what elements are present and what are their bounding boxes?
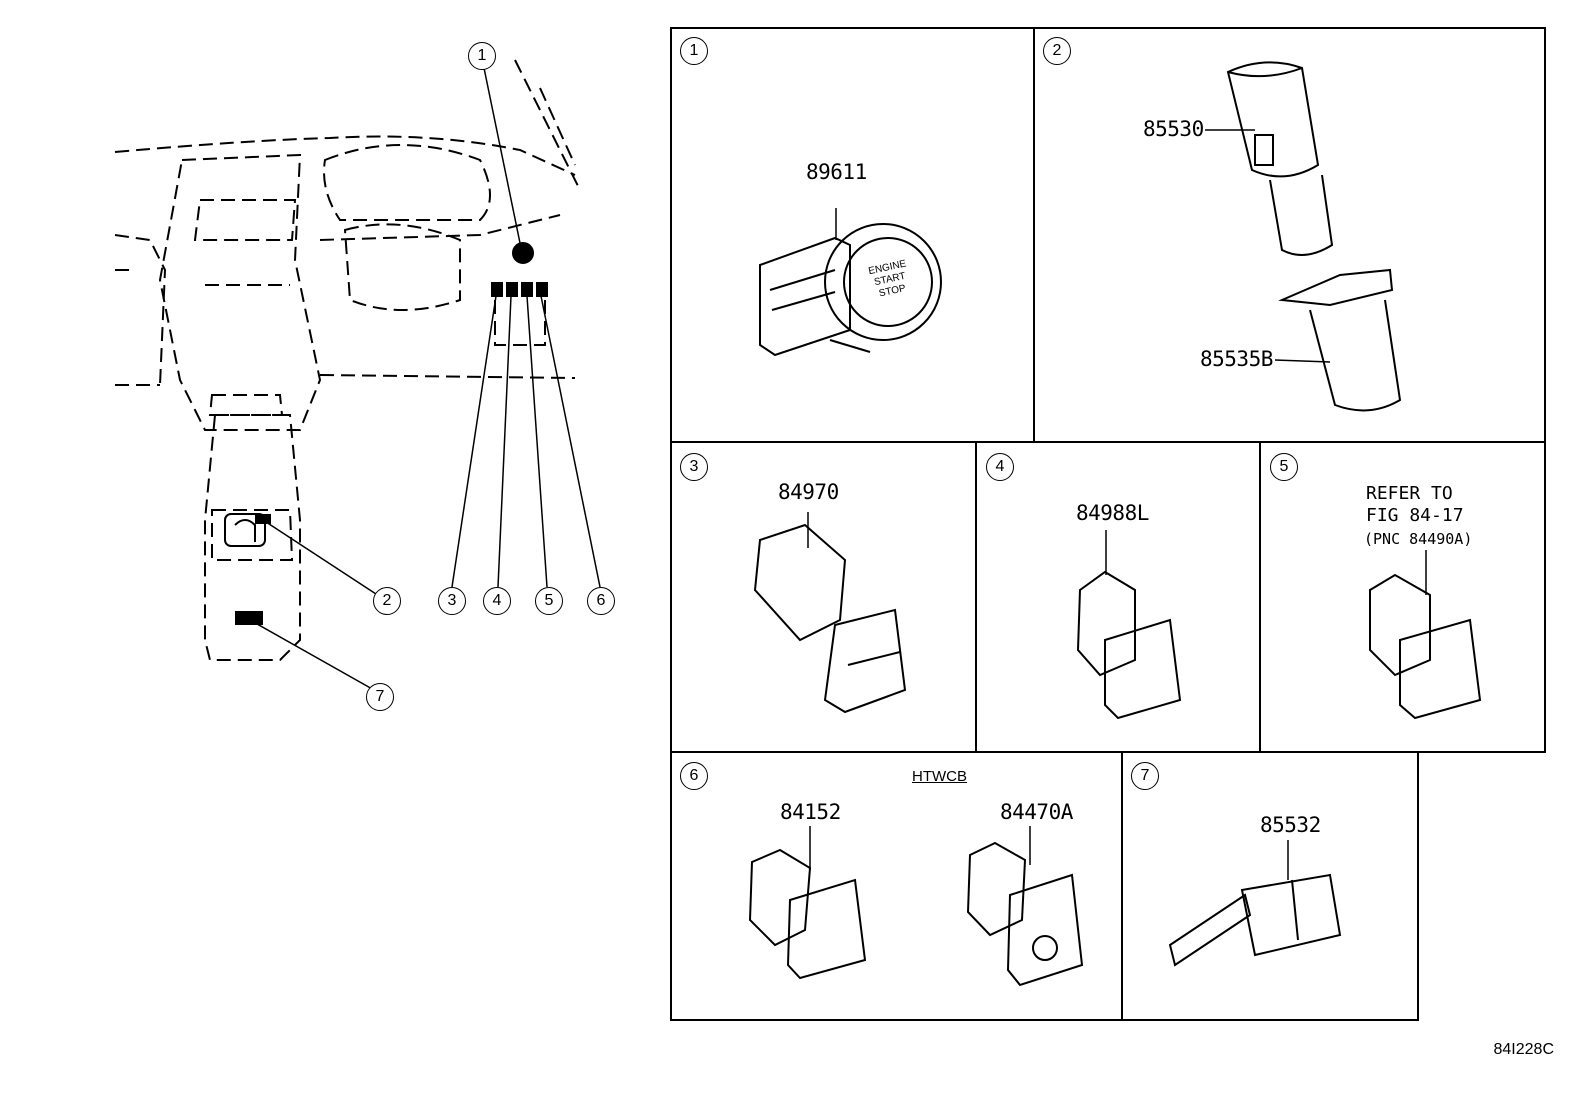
panel-callout-4: 4 (986, 453, 1014, 481)
refer-note-line2: FIG 84-17 (1366, 505, 1464, 526)
overview-callout-2: 2 (373, 587, 401, 615)
htwcb-group-label: HTWCB (912, 768, 967, 785)
panel-callout-1: 1 (680, 37, 708, 65)
part-label-84470A: 84470A (1000, 800, 1073, 824)
overview-leaders (249, 67, 601, 691)
overview-callout-1: 1 (468, 42, 496, 70)
overview-callout-5: 5 (535, 587, 563, 615)
overview-callout-4: 4 (483, 587, 511, 615)
part-sketch-84470A (966, 826, 1084, 987)
part-sketch-84970 (753, 512, 907, 714)
panel-grid (670, 27, 1546, 1021)
dashboard-overview (114, 59, 581, 661)
panel-callout-6: 6 (680, 762, 708, 790)
part-label-85532: 85532 (1260, 813, 1321, 837)
overview-callout-6: 6 (587, 587, 615, 615)
part-sketch-85535B (1274, 268, 1402, 412)
panel-callout-5: 5 (1270, 453, 1298, 481)
panel-callout-2: 2 (1043, 37, 1071, 65)
panel-callout-3: 3 (680, 453, 708, 481)
diagram-code: 84I228C (1493, 1041, 1555, 1058)
overview-callout-7: 7 (366, 683, 394, 711)
part-sketch-84152 (748, 826, 867, 980)
part-sketch-84988L (1076, 530, 1182, 720)
refer-note-line1: REFER TO (1366, 483, 1453, 504)
panel-callout-7: 7 (1131, 762, 1159, 790)
part-label-85530: 85530 (1143, 117, 1204, 141)
overview-callout-3: 3 (438, 587, 466, 615)
part-label-89611: 89611 (806, 160, 867, 184)
part-sketch-89611 (759, 208, 942, 357)
part-label-84970: 84970 (778, 480, 839, 504)
part-label-84152: 84152 (780, 800, 841, 824)
part-sketch-85532 (1168, 840, 1342, 967)
dashboard-solid (224, 242, 548, 625)
refer-note-pnc: (PNC 84490A) (1364, 530, 1473, 548)
part-label-84988L: 84988L (1076, 501, 1149, 525)
part-sketch-85530 (1205, 61, 1334, 256)
part-label-85535B: 85535B (1200, 347, 1273, 371)
part-sketch-refer (1369, 550, 1482, 720)
